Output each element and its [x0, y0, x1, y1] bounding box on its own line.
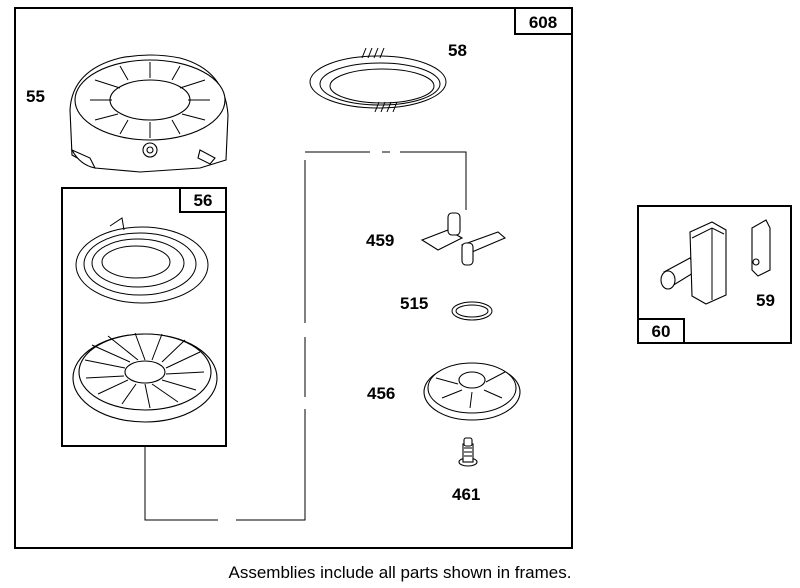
- recoil-spring: [75, 217, 209, 304]
- starter-housing: [69, 54, 229, 173]
- frame-608-tag-box: [514, 7, 573, 35]
- leader-56: [144, 446, 218, 521]
- label-461: 461: [452, 485, 480, 504]
- frame-56: [61, 187, 227, 447]
- label-55: 55: [26, 87, 45, 106]
- leader-main: [236, 160, 306, 521]
- frame-60: [637, 205, 792, 344]
- retainer-ring: [451, 301, 493, 321]
- label-59: 59: [756, 291, 775, 310]
- rope-pulley: [72, 332, 218, 423]
- pulley-cup: [423, 362, 521, 421]
- leader-top-right: [400, 151, 467, 210]
- screw: [458, 437, 478, 467]
- pawl: [420, 212, 507, 266]
- frame-56-tag: 56: [194, 191, 213, 210]
- label-515: 515: [400, 294, 428, 313]
- frame-608: [14, 7, 573, 549]
- leader-lines: [144, 151, 467, 521]
- spring-coil: [309, 47, 447, 113]
- label-459: 459: [366, 231, 394, 250]
- label-456: 456: [367, 384, 395, 403]
- caption: Assemblies include all parts shown in fr…: [228, 563, 572, 582]
- frame-56-tag-box: [179, 187, 227, 213]
- starter-handle: [660, 219, 771, 305]
- label-58: 58: [448, 41, 467, 60]
- frame-608-tag: 608: [529, 13, 557, 32]
- frame-60-tag: 60: [652, 322, 671, 341]
- frame-60-tag-box: [637, 318, 685, 344]
